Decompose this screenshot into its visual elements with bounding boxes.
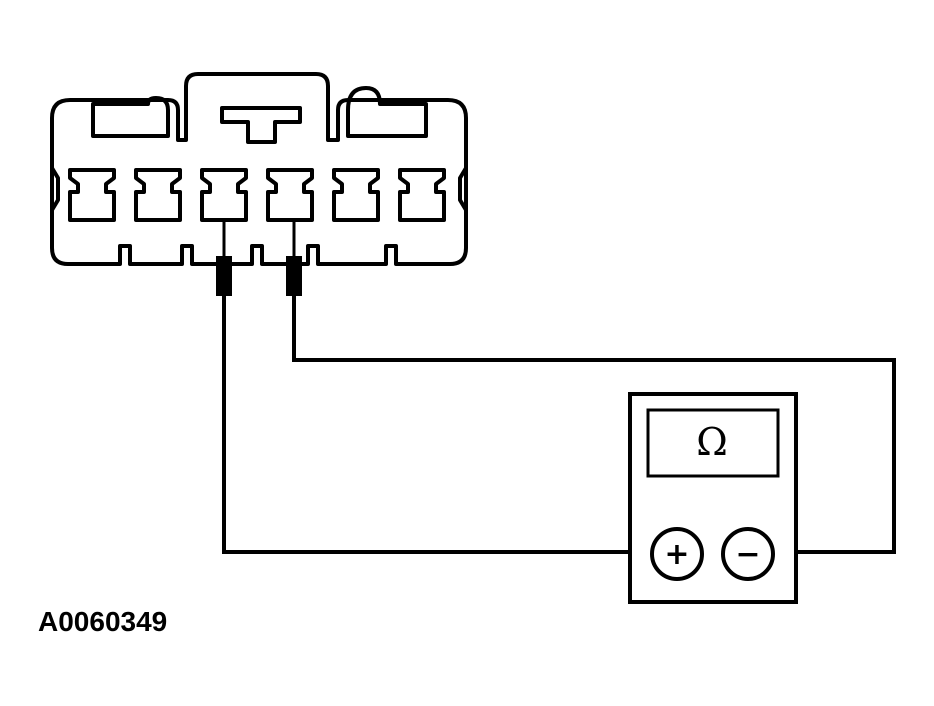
probe-body-left	[216, 256, 232, 296]
positive-terminal	[650, 527, 704, 581]
side-notch-right	[458, 166, 468, 212]
terminal-cavity-6	[398, 168, 446, 222]
positive-terminal-label: +	[664, 537, 689, 572]
negative-terminal-label: −	[735, 537, 760, 572]
polarizing-key	[220, 106, 302, 144]
probe-body-right	[286, 256, 302, 296]
connector	[50, 72, 468, 266]
terminal-cavity-3	[200, 168, 248, 222]
terminal-cavity-5	[332, 168, 380, 222]
ohmmeter: Ω + −	[628, 392, 798, 604]
figure-id: A0060349	[38, 606, 167, 637]
probes	[216, 220, 302, 296]
terminal-cavity-4	[266, 168, 314, 222]
side-notch-left	[50, 166, 60, 212]
test-leads	[222, 296, 896, 554]
latch-window-right	[346, 86, 428, 138]
positive-lead	[222, 296, 654, 554]
terminal-cavity-2	[134, 168, 182, 222]
terminal-cavity-1	[68, 168, 116, 222]
ohm-symbol: Ω	[696, 420, 728, 464]
negative-lead	[292, 296, 896, 554]
connector-housing	[50, 72, 468, 266]
meter-display	[646, 408, 780, 478]
negative-terminal	[721, 527, 775, 581]
terminal-cavities	[68, 168, 446, 222]
latch-window-left	[91, 96, 170, 138]
